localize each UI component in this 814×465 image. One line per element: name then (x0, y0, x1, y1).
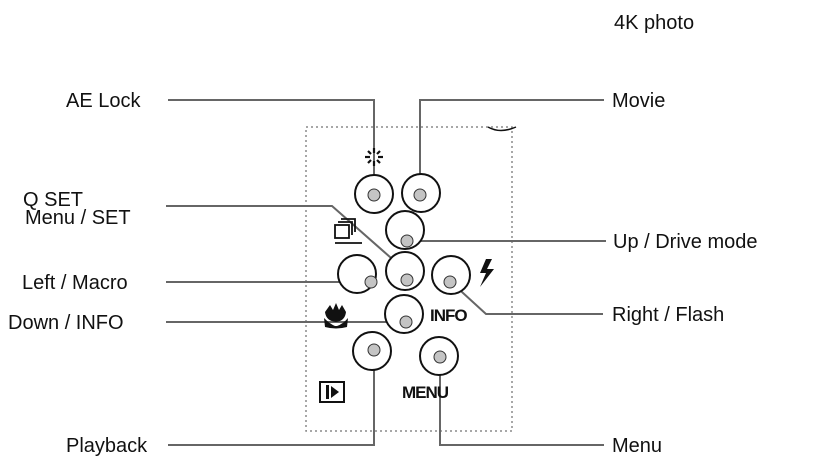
dot-right-flash (443, 275, 457, 289)
leader-menu (439, 358, 604, 446)
label-playback: Playback (66, 435, 148, 457)
dot-playback (367, 343, 381, 357)
leader-ae-lock (168, 99, 375, 195)
dot-down-info (399, 315, 413, 329)
label-menu: Menu (612, 435, 662, 457)
label-4k-photo: 4K photo (614, 12, 694, 34)
flash-icon (480, 259, 494, 287)
dot-movie (413, 188, 427, 202)
leader-menu-set (166, 205, 408, 273)
panel-edge-curve (487, 126, 517, 132)
label-right-flash: Right / Flash (612, 304, 724, 326)
dot-left-macro (364, 275, 378, 289)
drive-mode-icon (334, 218, 362, 244)
macro-icon (324, 303, 348, 329)
menu-set-button (385, 251, 425, 291)
dot-ae-lock (367, 188, 381, 202)
ae-lock-asterisk-icon (365, 148, 383, 166)
dot-up-drive (400, 234, 414, 248)
right-flash-button (431, 255, 471, 295)
dot-menu-set (400, 273, 414, 287)
label-q-set: Q SET (23, 189, 83, 211)
leader-right-flash (450, 281, 603, 315)
label-down-info: Down / INFO (8, 312, 124, 334)
label-menu-set: Menu / SET (25, 207, 131, 229)
up-drive-button (385, 210, 425, 250)
label-movie: Movie (612, 90, 665, 112)
dot-menu (433, 350, 447, 364)
menu-button-label: MENU (402, 383, 449, 402)
label-up-drive-mode: Up / Drive mode (613, 231, 758, 253)
label-left-macro: Left / Macro (22, 272, 128, 294)
playback-icon (319, 381, 345, 403)
leader-movie (419, 99, 604, 195)
info-button-label: INFO (430, 306, 467, 325)
down-info-button (384, 294, 424, 334)
label-ae-lock: AE Lock (66, 90, 141, 112)
leader-playback (168, 350, 375, 446)
